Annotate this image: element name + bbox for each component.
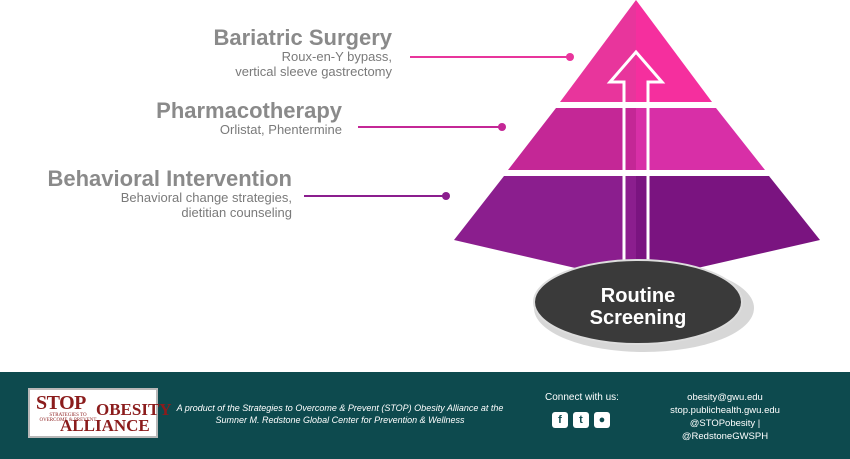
logo-strategies-text: STRATEGIES TO OVERCOME & PREVENT [39,413,97,423]
connector-dot [498,123,506,131]
pyramid-bottom-right [636,176,820,282]
pyramid-mid-right [636,108,765,170]
product-line: Sumner M. Redstone Global Center for Pre… [215,415,465,425]
connector-line-middle [358,123,506,131]
connector-dot [566,53,574,61]
upward-arrow [606,49,666,272]
pyramid-mid-left [508,108,636,170]
flickr-icon[interactable]: ● [594,412,610,428]
tier-description-line: vertical sleeve gastrectomy [235,64,392,80]
contact-social-handles[interactable]: @STOPobesity | @RedstoneGWSPH [681,418,769,442]
diagram-area: Routine Screening Bariatric Surgery Roux… [47,0,820,352]
pyramid-top-right [636,0,712,102]
contact-website-link[interactable]: stop.publichealth.gwu.edu [670,405,780,416]
product-attribution: A product of the Strategies to Overcome … [170,402,510,426]
connector-line-top [410,53,574,61]
pyramid-diagram: Routine Screening [454,0,820,352]
logo-alliance-text: ALLIANCE [60,416,150,435]
footer-bar: STOP STRATEGIES TO OVERCOME & PREVENT OB… [0,372,850,459]
pyramid-bottom-left [454,176,636,282]
tier-title: Bariatric Surgery [213,25,392,50]
tier-pharmacotherapy: Pharmacotherapy Orlistat, Phentermine [156,98,342,138]
tier-description-line: dietitian counseling [181,205,292,221]
base-label-line1: Routine [601,285,675,307]
stop-obesity-alliance-logo[interactable]: STOP STRATEGIES TO OVERCOME & PREVENT OB… [28,388,172,438]
connector-dot [442,192,450,200]
routine-screening-base [533,259,743,345]
logo-obesity-text: OBESITY [96,400,172,419]
tier-description-line: Roux-en-Y bypass, [281,49,392,65]
social-links: f t ● [552,412,610,428]
connect-label: Connect with us: [545,392,619,403]
pyramid-top-left [560,0,636,102]
tier-behavioral-intervention: Behavioral Intervention Behavioral chang… [47,166,292,221]
contact-email-link[interactable]: obesity@gwu.edu [687,392,763,403]
tier-description-line: Orlistat, Phentermine [219,122,342,138]
connector-line-bottom [304,192,450,200]
logo-stop-text: STOP [36,392,86,414]
tier-bariatric-surgery: Bariatric Surgery Roux-en-Y bypass, vert… [213,25,392,80]
tier-description-line: Behavioral change strategies, [120,190,292,206]
product-line: A product of the Strategies to Overcome … [176,403,504,413]
tier-title: Behavioral Intervention [47,166,292,191]
tier-title: Pharmacotherapy [156,98,342,123]
base-label-line2: Screening [590,307,687,329]
twitter-icon[interactable]: t [573,412,589,428]
contact-info: obesity@gwu.edu stop.publichealth.gwu.ed… [655,391,795,443]
facebook-icon[interactable]: f [552,412,568,428]
